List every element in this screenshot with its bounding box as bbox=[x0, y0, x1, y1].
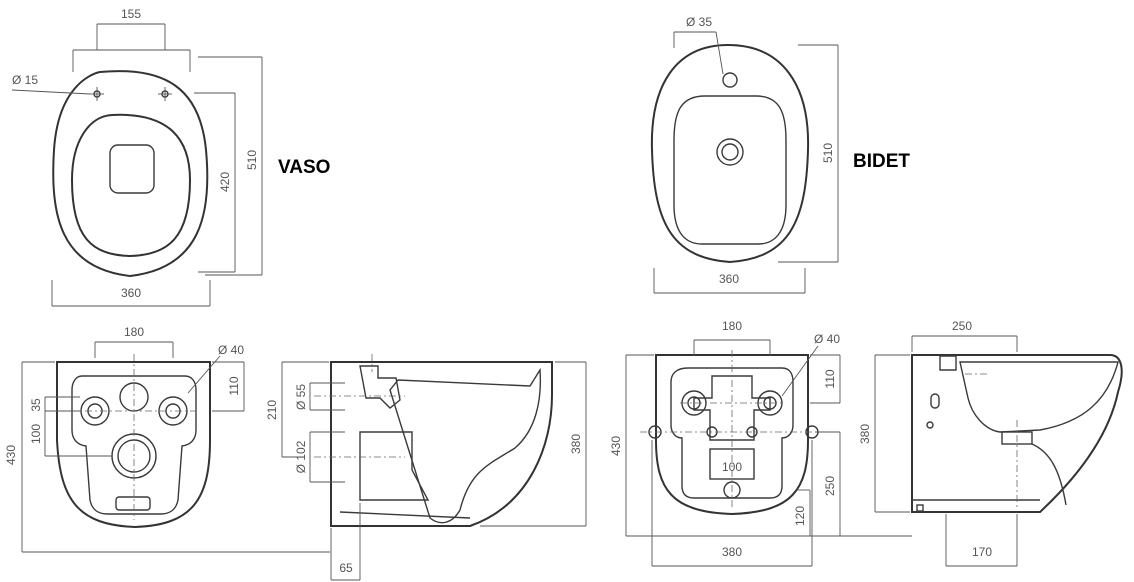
bidet-rear-dim-width: 380 bbox=[722, 545, 742, 559]
bidet-side-dim-width-top: 250 bbox=[952, 319, 972, 333]
vaso-rear-view: 180 Ø 40 110 35 100 430 bbox=[4, 325, 330, 553]
vaso-side-dim-inlet: Ø 55 bbox=[294, 384, 308, 410]
vaso-side-bowl-inner bbox=[389, 367, 542, 524]
bidet-side-dim-height: 380 bbox=[858, 424, 872, 444]
bidet-side-outline bbox=[911, 354, 1123, 513]
vaso-top-view: 155 Ø 15 510 420 360 bbox=[11, 7, 263, 307]
vaso-fixing-hole-right bbox=[158, 87, 172, 101]
vaso-rear-dim-width-top: 180 bbox=[124, 325, 144, 339]
vaso-side-outline bbox=[330, 361, 553, 527]
vaso-side-dim-65: 65 bbox=[339, 561, 353, 575]
vaso-side-trap bbox=[359, 365, 401, 409]
bidet-top-dim-depth: 510 bbox=[821, 143, 835, 163]
bidet-rear-dim-outlet: Ø 40 bbox=[814, 332, 840, 346]
vaso-side-view: Ø 55 Ø 102 210 380 65 bbox=[265, 354, 587, 581]
bidet-side-view: 250 380 170 bbox=[858, 319, 1123, 567]
bidet-title: BIDET bbox=[853, 151, 910, 172]
vaso-side-dim-210: 210 bbox=[265, 400, 279, 420]
vaso-top-bowl-opening bbox=[109, 144, 155, 194]
bidet-rear-dim-100: 100 bbox=[722, 460, 742, 474]
bidet-rear-dim-120: 120 bbox=[793, 506, 807, 526]
bidet-rear-dim-width-top: 180 bbox=[722, 319, 742, 333]
vaso-rear-dim-outlet: Ø 40 bbox=[218, 343, 244, 357]
vaso-fixing-hole-left bbox=[90, 87, 104, 101]
vaso-dim-hole-dia: Ø 15 bbox=[12, 73, 38, 87]
bidet-side-dim-170: 170 bbox=[972, 545, 992, 559]
vaso-side-dim-height: 380 bbox=[569, 434, 583, 454]
vaso-dim-depth-inner: 420 bbox=[218, 172, 232, 192]
vaso-dim-depth-total: 510 bbox=[245, 150, 259, 170]
bidet-top-dim-tap-hole: Ø 35 bbox=[686, 15, 712, 29]
vaso-dim-width: 360 bbox=[121, 286, 141, 300]
vaso-top-outline bbox=[52, 70, 209, 278]
bidet-top-view: Ø 35 510 360 bbox=[650, 15, 839, 294]
bidet-side-trap-line bbox=[1031, 443, 1067, 506]
vaso-dim-holes-spacing: 155 bbox=[121, 7, 141, 21]
bidet-side-basin bbox=[959, 361, 1119, 433]
vaso-rear-dim-110: 110 bbox=[227, 376, 241, 395]
bidet-rear-inlet-block bbox=[693, 375, 771, 441]
bidet-top-basin bbox=[673, 95, 787, 245]
bidet-rear-dim-height: 430 bbox=[609, 436, 623, 456]
bidet-top-dim-width: 360 bbox=[719, 272, 739, 286]
bidet-rear-dim-250: 250 bbox=[823, 476, 837, 496]
vaso-rear-recess bbox=[71, 375, 197, 515]
vaso-rear-dim-height: 430 bbox=[4, 445, 18, 465]
vaso-rear-dim-100: 100 bbox=[29, 424, 43, 444]
vaso-top-seat-inner bbox=[70, 113, 192, 258]
bidet-side-inlet bbox=[939, 355, 957, 371]
vaso-rear-outline bbox=[56, 361, 211, 529]
bidet-top-outline bbox=[650, 43, 810, 264]
bidet-rear-slot bbox=[709, 448, 755, 480]
vaso-side-outlet-pipe bbox=[359, 431, 430, 501]
bidet-rear-outline bbox=[655, 354, 809, 516]
vaso-title: VASO bbox=[278, 157, 330, 178]
bidet-top-drain bbox=[716, 138, 744, 166]
bidet-rear-dim-110: 110 bbox=[823, 369, 837, 388]
bidet-rear-view: 180 Ø 40 110 100 250 120 380 430 bbox=[609, 319, 912, 567]
bidet-side-slot bbox=[930, 393, 940, 409]
vaso-rear-dim-35: 35 bbox=[29, 398, 43, 412]
vaso-rear-slot bbox=[115, 496, 151, 511]
bidet-rear-recess bbox=[670, 367, 794, 499]
bidet-tap-hole bbox=[722, 72, 738, 88]
